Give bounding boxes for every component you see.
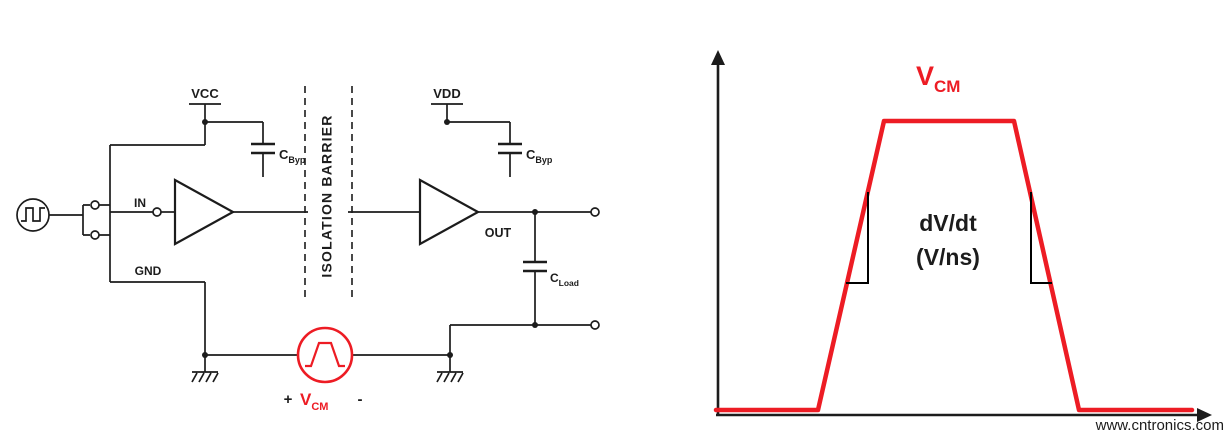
wire-generator xyxy=(49,204,90,236)
input-driver-buffer-icon xyxy=(173,178,236,246)
x-axis-arrow-icon xyxy=(1197,408,1212,422)
vcm-minus-label: - xyxy=(358,391,363,408)
cbyp-right-label: CByp xyxy=(526,147,553,165)
output-receiver-buffer-icon xyxy=(418,178,481,246)
cmti-waveform-chart: VCM dV/dt (V/ns) xyxy=(711,50,1212,422)
cbyp-left-label: CByp xyxy=(279,147,306,165)
vcm-trapezoid-glyph xyxy=(305,341,345,368)
circuit-schematic: VCC CByp IN GND xyxy=(16,86,600,413)
chart-title-vcm: VCM xyxy=(916,61,960,96)
ground-icon xyxy=(191,371,219,383)
in-label: IN xyxy=(134,196,146,210)
watermark: www.cntronics.com xyxy=(1095,417,1224,434)
square-wave-glyph xyxy=(21,207,45,222)
isolation-barrier-label: ISOLATION BARRIER xyxy=(319,114,335,277)
cload-label: CLoad xyxy=(550,271,579,288)
jack-terminal-bottom xyxy=(90,230,100,240)
rising-slope-marker xyxy=(846,192,869,284)
cload-capacitor-icon xyxy=(523,260,547,273)
gnd-label: GND xyxy=(135,264,162,278)
jack-terminal-top xyxy=(90,200,100,210)
falling-slope-marker xyxy=(1030,192,1052,284)
out-label: OUT xyxy=(485,226,512,240)
in-terminal xyxy=(152,207,162,217)
vcm-trapezoid-waveform xyxy=(713,118,1195,413)
ground-icon xyxy=(436,371,464,383)
dvdt-annotation: dV/dt xyxy=(919,210,977,236)
vcm-label: VCM xyxy=(300,390,328,413)
y-axis-arrow-icon xyxy=(711,50,725,65)
out-terminal-bottom xyxy=(590,320,600,330)
out-terminal-top xyxy=(590,207,600,217)
wire-jacks xyxy=(99,204,110,236)
vdd-label: VDD xyxy=(433,86,460,101)
vcm-plus-label: + xyxy=(284,391,293,408)
cbyp-right-capacitor-icon xyxy=(498,142,522,155)
vns-annotation: (V/ns) xyxy=(916,244,980,270)
vcc-label: VCC xyxy=(191,86,219,101)
vcm-pulse-source-icon xyxy=(296,326,354,384)
cbyp-left-capacitor-icon xyxy=(251,142,275,155)
